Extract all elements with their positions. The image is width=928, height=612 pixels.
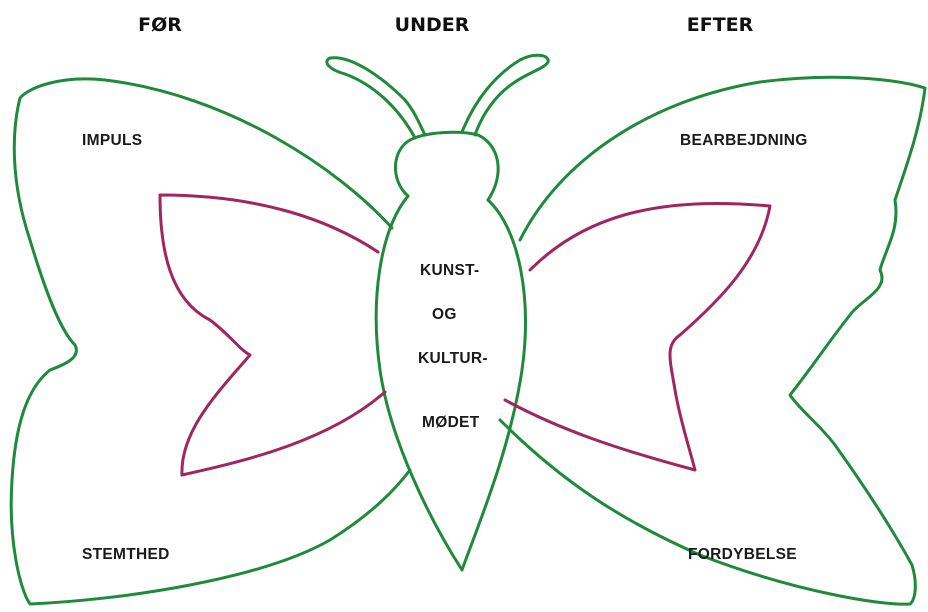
body-text-line-4: MØDET bbox=[422, 414, 479, 432]
body-outline bbox=[376, 196, 525, 570]
header-after: EFTER bbox=[687, 14, 754, 36]
left-antenna bbox=[327, 58, 425, 138]
label-bearbejdning: BEARBEJDNING bbox=[680, 132, 808, 150]
label-fordybelse: FORDYBELSE bbox=[688, 546, 797, 564]
label-impuls: IMPULS bbox=[82, 132, 142, 150]
body-text-line-1: KUNST- bbox=[420, 262, 480, 280]
left-inner-wing bbox=[160, 195, 385, 475]
label-stemthed: STEMTHED bbox=[82, 546, 170, 564]
right-inner-wing bbox=[505, 203, 770, 470]
head-outline bbox=[395, 132, 498, 200]
header-during: UNDER bbox=[395, 14, 470, 36]
left-wing-outline bbox=[11, 79, 410, 604]
header-before: FØR bbox=[138, 14, 182, 36]
body-text-line-2: OG bbox=[432, 306, 457, 324]
right-antenna bbox=[462, 55, 548, 135]
right-wing-outline bbox=[500, 77, 925, 604]
body-text-line-3: KULTUR- bbox=[418, 350, 488, 368]
